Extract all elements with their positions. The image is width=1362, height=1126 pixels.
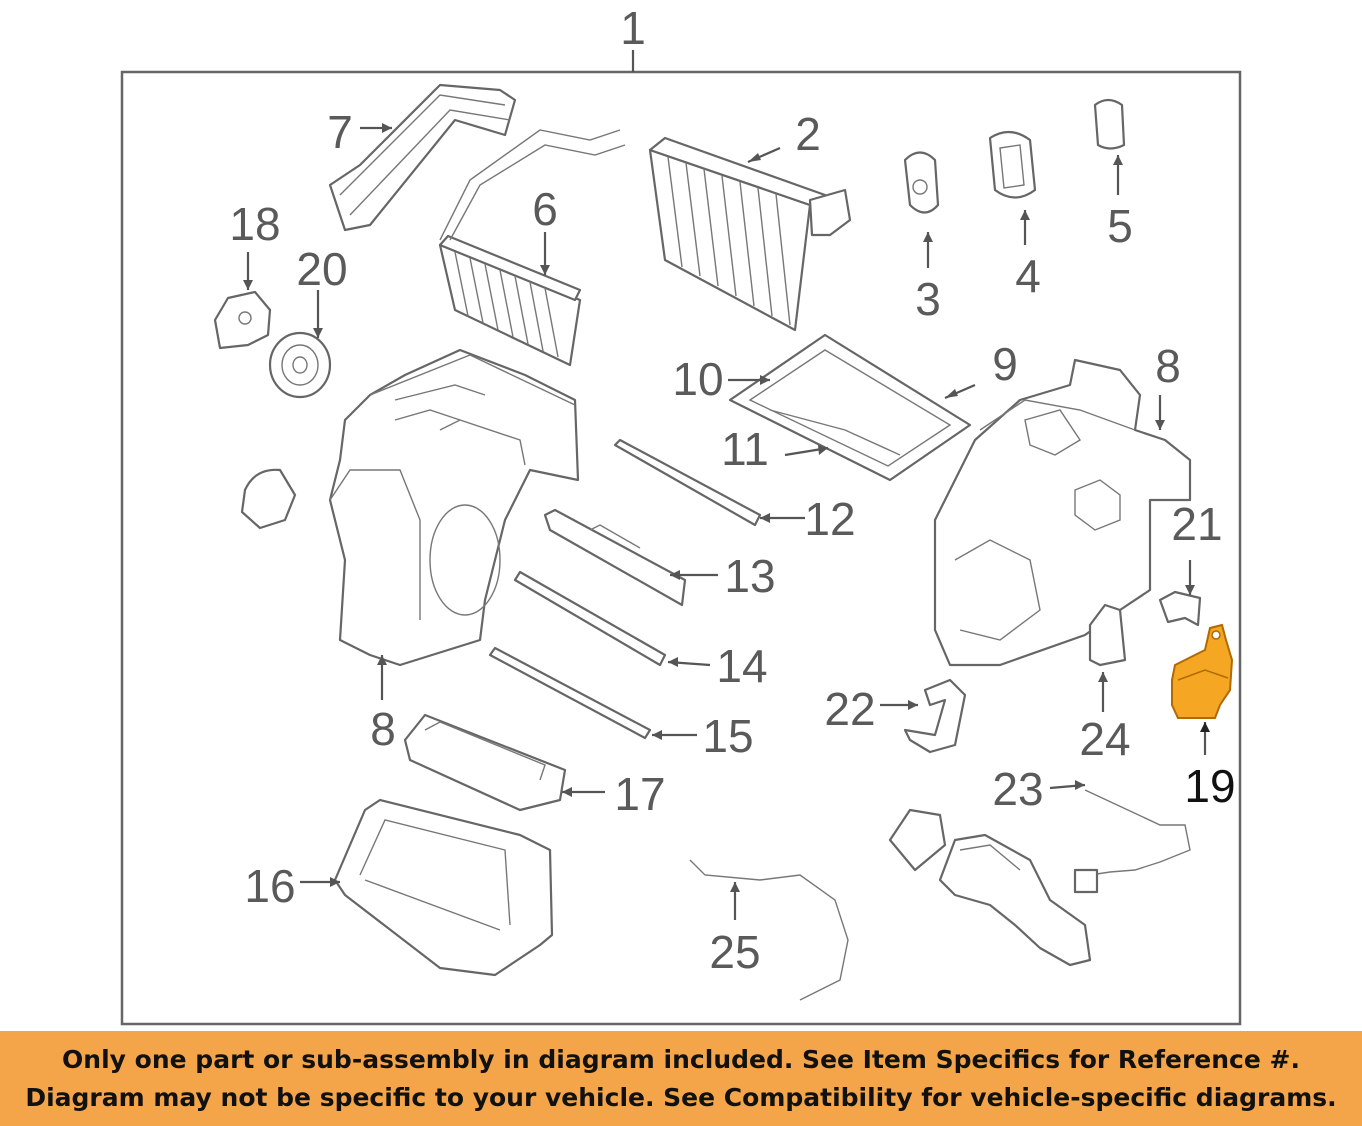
- part-rear-duct: [888, 808, 1092, 967]
- callout-2: 2: [795, 108, 821, 160]
- callout-16: 16: [244, 860, 295, 912]
- callout-19: 19: [1184, 760, 1235, 812]
- part-8-left-housing: [328, 348, 580, 667]
- part-7-duct: [328, 83, 517, 232]
- callout-11: 11: [721, 423, 769, 475]
- callout-20: 20: [296, 243, 347, 295]
- callout-9: 9: [992, 338, 1018, 390]
- part-14-door: [513, 570, 667, 667]
- part-3-seal: [903, 151, 940, 214]
- callout-25: 25: [709, 926, 760, 978]
- part-2-evaporator: [648, 136, 852, 332]
- part-9-10-11-filter-frame: [728, 333, 972, 482]
- callout-22: 22: [824, 683, 875, 735]
- callout-18: 18: [229, 198, 280, 250]
- leader-lines: [243, 123, 1210, 920]
- part-15-door: [488, 646, 652, 740]
- callout-13: 13: [724, 550, 775, 602]
- assembly-frame: [120, 70, 1242, 1026]
- callout-17: 17: [614, 768, 665, 820]
- callout-3: 3: [915, 273, 941, 325]
- part-16-lower-case: [333, 798, 554, 977]
- callout-23: 23: [992, 763, 1043, 815]
- callout-6: 6: [532, 183, 558, 235]
- callout-4: 4: [1015, 250, 1041, 302]
- assembly-callout: 1: [620, 2, 646, 54]
- callout-10: 10: [672, 353, 723, 405]
- disclaimer-line-2: Diagram may not be specific to your vehi…: [25, 1082, 1337, 1112]
- part-21-bracket: [1158, 590, 1202, 627]
- callout-12: 12: [804, 493, 855, 545]
- part-5-seal: [1093, 98, 1126, 150]
- callout-15: 15: [702, 710, 753, 762]
- part-19-highlighted-bracket: [1171, 623, 1234, 719]
- callout-21: 21: [1171, 498, 1222, 550]
- part-22-hose: [903, 678, 967, 754]
- part-13-door: [543, 508, 687, 607]
- part-25-drain-hose: [689, 859, 849, 1001]
- part-12-door: [613, 438, 762, 527]
- exploded-parts-diagram: 1: [120, 2, 1242, 1026]
- disclaimer-line-1: Only one part or sub-assembly in diagram…: [62, 1044, 1300, 1074]
- callout-24: 24: [1079, 713, 1130, 765]
- disclaimer-banner: Only one part or sub-assembly in diagram…: [0, 1031, 1362, 1126]
- callout-5: 5: [1107, 200, 1133, 252]
- part-18-actuator: [213, 290, 272, 350]
- part-6-heater-core: [438, 129, 626, 367]
- part-20-gear: [268, 331, 332, 399]
- callout-7: 7: [327, 106, 353, 158]
- part-17-tray: [403, 713, 567, 812]
- part-4-seal: [988, 130, 1037, 199]
- part-8-right-housing: [933, 358, 1192, 667]
- callout-labels: 2 3 4 5 6 7 8 8 9 10 11 12 13 14 15 16 1…: [229, 106, 1235, 978]
- part-cap: [240, 468, 297, 530]
- callout-8-right: 8: [1155, 340, 1181, 392]
- callout-8-left: 8: [370, 703, 396, 755]
- part-24-bracket: [1088, 603, 1127, 667]
- part-23-sensor: [1073, 789, 1191, 894]
- callout-14: 14: [716, 640, 767, 692]
